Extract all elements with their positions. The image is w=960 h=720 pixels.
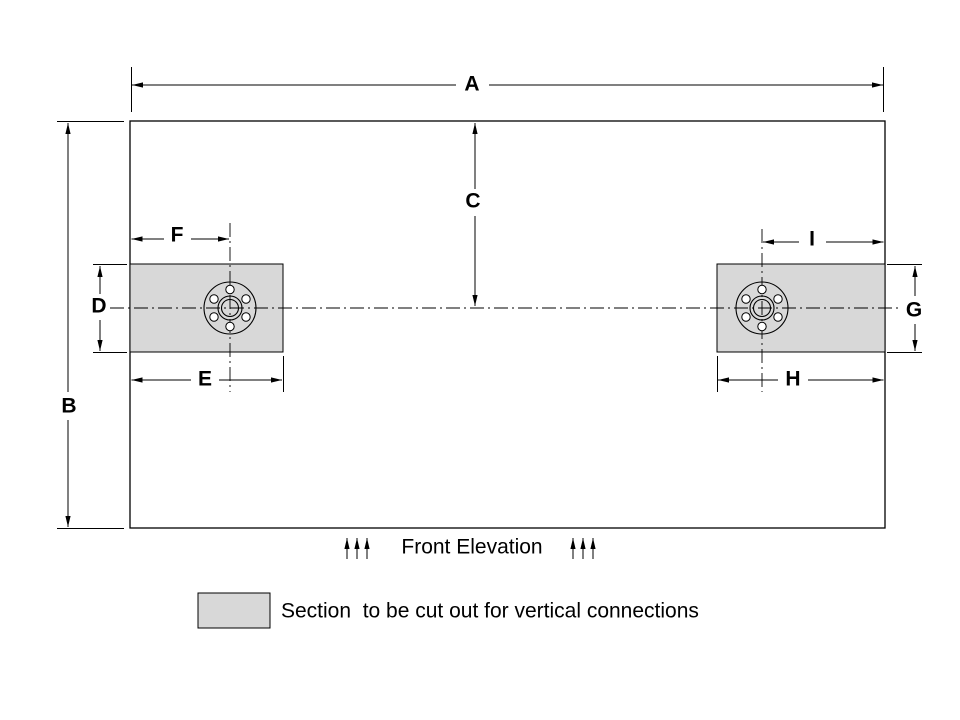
bolt-hole bbox=[757, 321, 767, 332]
flange-outer-circle bbox=[203, 281, 257, 335]
up-arrows-left-icon bbox=[344, 538, 370, 559]
bolt-hole bbox=[209, 294, 219, 304]
dimension-c: C bbox=[465, 123, 481, 306]
dimension-f: F bbox=[131, 224, 229, 247]
dim-label-d: D bbox=[91, 295, 106, 318]
dimension-e: E bbox=[131, 356, 284, 392]
bolt-hole bbox=[225, 284, 235, 295]
bolt-hole bbox=[209, 312, 219, 322]
bolt-hole bbox=[741, 294, 751, 304]
flange-left bbox=[203, 281, 257, 335]
flange-bore-circle bbox=[220, 298, 240, 318]
dim-label-h: H bbox=[785, 368, 800, 391]
dim-label-g: G bbox=[906, 299, 922, 322]
dimension-g: G bbox=[887, 264, 922, 353]
flange-bore-circle bbox=[752, 298, 772, 318]
dim-label-a: A bbox=[464, 73, 479, 96]
flange-outer-circle bbox=[735, 281, 789, 335]
dimension-h: H bbox=[717, 356, 884, 392]
flange-right bbox=[735, 281, 789, 335]
caption-group: Front Elevation bbox=[344, 536, 596, 559]
legend-swatch bbox=[197, 592, 271, 629]
dimension-b: B bbox=[57, 121, 124, 529]
caption-front-elevation: Front Elevation bbox=[401, 536, 542, 559]
dimension-i: I bbox=[763, 228, 884, 251]
bolt-hole bbox=[225, 321, 235, 332]
bolt-hole bbox=[741, 312, 751, 322]
dim-label-b: B bbox=[61, 395, 76, 418]
dim-label-i: I bbox=[809, 228, 815, 251]
dim-label-e: E bbox=[198, 368, 212, 391]
up-arrows-right-icon bbox=[570, 538, 596, 559]
legend: Section to be cut out for vertical conne… bbox=[197, 592, 699, 629]
bolt-hole bbox=[773, 294, 783, 304]
bolt-hole bbox=[241, 312, 251, 322]
bolt-hole bbox=[241, 294, 251, 304]
bolt-hole bbox=[773, 312, 783, 322]
legend-text: Section to be cut out for vertical conne… bbox=[281, 600, 699, 623]
dimension-a: A bbox=[131, 67, 884, 112]
dimension-d: D bbox=[91, 264, 127, 353]
dim-label-c: C bbox=[465, 190, 480, 213]
flange-center-circle bbox=[749, 295, 775, 321]
flange-center-circle bbox=[217, 295, 243, 321]
bolt-hole bbox=[757, 284, 767, 295]
dim-label-f: F bbox=[171, 224, 184, 247]
